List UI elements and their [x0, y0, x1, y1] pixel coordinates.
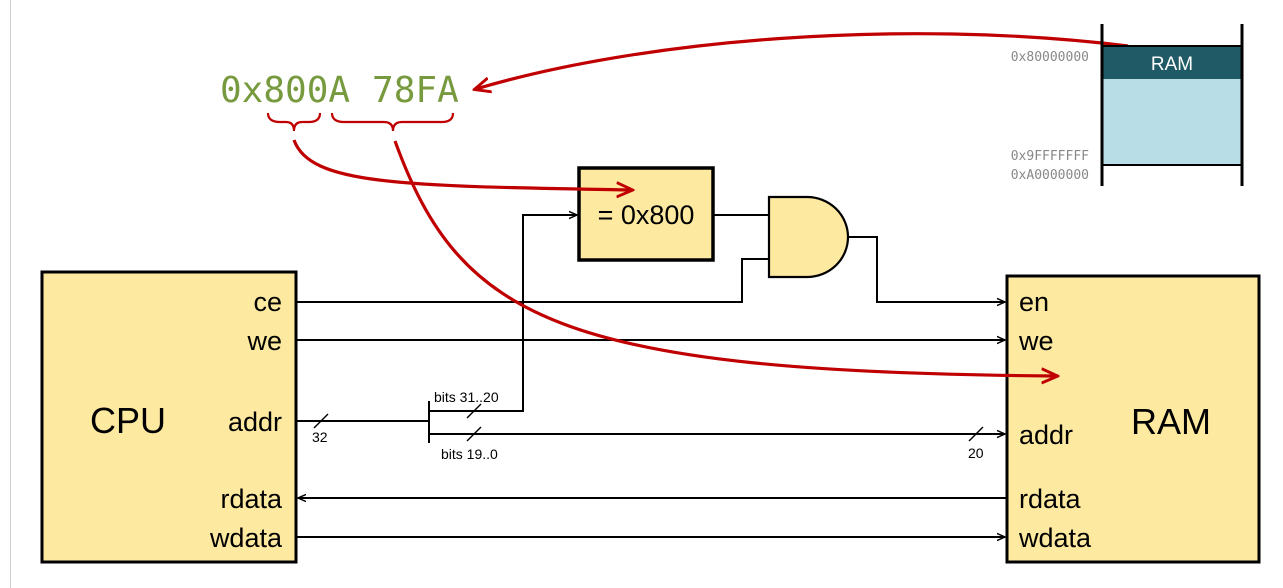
ram-pin-wdata: wdata	[1018, 523, 1092, 553]
memory-map-next-address: 0xA0000000	[1011, 168, 1089, 183]
ram-pin-rdata: rdata	[1019, 484, 1082, 514]
red-arrows	[292, 32, 1129, 376]
memory-map-end-address: 0x9FFFFFFF	[1011, 149, 1089, 164]
comparator-label: = 0x800	[598, 200, 695, 230]
address-hex: 0x800A 78FA	[220, 70, 459, 111]
arrow-ram-region-to-address	[476, 32, 1129, 89]
wire-en	[848, 236, 1005, 302]
cpu-bus-width: 32	[312, 429, 328, 445]
cpu-title: CPU	[90, 400, 166, 441]
ram-pin-we: we	[1018, 326, 1054, 356]
slash-lower-bits	[466, 426, 482, 442]
brace-low	[330, 112, 455, 132]
cpu-block	[40, 270, 298, 564]
memory-map-ram-space	[1102, 79, 1242, 165]
cpu-pin-wdata: wdata	[209, 523, 283, 553]
comparator-block	[577, 166, 715, 262]
cpu-pin-we: we	[246, 326, 282, 356]
slash-upper-bits	[466, 403, 482, 419]
ram-title: RAM	[1131, 401, 1211, 442]
bus-width-slashes	[313, 403, 984, 442]
arrow-low-to-ram	[393, 140, 1056, 376]
wire-upper-bits	[429, 215, 577, 412]
arrow-high-to-comparator	[292, 139, 631, 190]
address-high: 0x800A	[220, 70, 350, 111]
address-low: 78FA	[372, 70, 459, 111]
memory-map-region-label: RAM	[1151, 54, 1193, 75]
and-gate	[767, 195, 850, 279]
cpu-pin-addr: addr	[228, 407, 282, 437]
ram-pin-addr: addr	[1019, 420, 1073, 450]
memory-map-start-address: 0x80000000	[1011, 50, 1089, 65]
lower-bits-label: bits 19..0	[441, 446, 498, 462]
wires	[296, 215, 1007, 537]
memory-map-ram-region	[1102, 46, 1242, 79]
brace-high	[266, 112, 322, 132]
wire-ce	[296, 258, 769, 303]
upper-bits-label: bits 31..20	[434, 389, 499, 405]
ram-bus-width: 20	[968, 445, 984, 461]
cpu-pin-rdata: rdata	[220, 484, 283, 514]
cpu-pin-ce: ce	[253, 287, 282, 317]
ram-pin-en: en	[1019, 287, 1049, 317]
slash-ram-bus	[968, 426, 984, 442]
ram-block	[1005, 274, 1261, 564]
slash-cpu-bus	[313, 413, 329, 429]
